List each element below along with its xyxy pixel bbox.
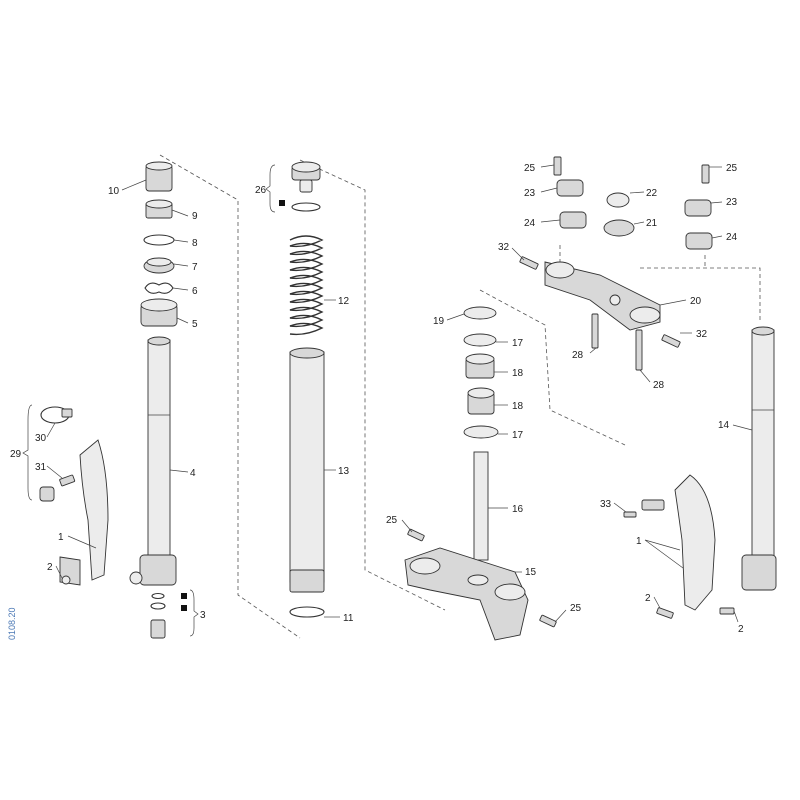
part-31-bolt-and-nut [39, 474, 76, 502]
part-21-nut [603, 219, 635, 237]
part-2-screw-right [719, 607, 735, 615]
left-fork-guard [22, 404, 109, 586]
part-23-clamp-cap-right [684, 199, 712, 217]
part-4-outer-tube [129, 336, 177, 586]
callout-25-lower-right: 25 [570, 603, 582, 614]
part-5-dust-seal [140, 298, 178, 327]
steering-stem-assembly [404, 306, 557, 641]
callout-17-lower: 17 [512, 430, 524, 441]
callout-23-left: 23 [524, 188, 536, 199]
part-25-top-bolt-right [701, 164, 710, 184]
part-23-clamp-cap-left [556, 179, 584, 197]
part-17-upper-race [463, 333, 497, 347]
callout-29: 29 [10, 449, 22, 460]
part-8-ring [143, 234, 175, 246]
callout-11: 11 [343, 613, 354, 624]
callout-13: 13 [338, 466, 350, 477]
part-32-bolt-left [519, 256, 539, 270]
upper-triple-clamp-assembly [519, 156, 713, 371]
part-10-cap [145, 161, 173, 192]
callout-32-right: 32 [696, 329, 708, 340]
callout-2: 2 [47, 562, 53, 573]
part-33-screw [623, 511, 637, 518]
callout-6: 6 [192, 286, 198, 297]
part-1-right-guard [674, 474, 716, 611]
part-32-bolt-right [661, 334, 681, 348]
callout-22: 22 [646, 188, 658, 199]
callout-18-upper: 18 [512, 368, 524, 379]
part-6-spring-clip [144, 282, 174, 294]
part-3-valve-set [150, 589, 199, 639]
callout-4: 4 [190, 468, 196, 479]
callout-33: 33 [600, 499, 612, 510]
part-16-stem [473, 451, 489, 561]
part-11-ring [289, 606, 325, 618]
callout-28-left: 28 [572, 350, 584, 361]
part-28-bolt-right [635, 329, 643, 371]
left-fork-assembly [129, 161, 199, 639]
part-24-clamp-base-right [685, 232, 713, 250]
part-12-spring [289, 235, 324, 336]
part-25-lower-bolt-right [539, 614, 557, 628]
part-9-bushing [145, 199, 173, 219]
part-25-top-bolt-left [553, 156, 562, 176]
callout-21: 21 [646, 218, 658, 229]
part-2-screw-left [656, 607, 674, 619]
callout-25-top-left: 25 [524, 163, 536, 174]
callout-20: 20 [690, 296, 702, 307]
part-18-upper-bearing [465, 353, 495, 379]
part-19-cover [463, 306, 497, 320]
callout-25-lower-left: 25 [386, 515, 398, 526]
cartridge-assembly [265, 161, 325, 618]
part-14-outer-tube [741, 326, 777, 591]
document-code: 0108.20 [7, 607, 17, 640]
callout-23-right: 23 [726, 197, 738, 208]
callout-9: 9 [192, 211, 198, 222]
right-fork-assembly [623, 326, 777, 619]
part-20-upper-triple-clamp [544, 261, 661, 331]
callout-31: 31 [35, 462, 47, 473]
callout-28-right: 28 [653, 380, 665, 391]
callout-5: 5 [192, 319, 198, 330]
part-30-clamp [40, 406, 73, 424]
callout-3: 3 [200, 610, 206, 621]
part-28-bolt-left [591, 313, 599, 349]
callout-24-left: 24 [524, 218, 536, 229]
callout-25-top-right: 25 [726, 163, 738, 174]
callout-17-upper: 17 [512, 338, 524, 349]
part-24-clamp-base-left [559, 211, 587, 229]
part-17-lower-race [463, 425, 499, 439]
callout-labels: 1 2 3 4 5 6 7 8 9 10 11 12 13 14 15 16 1… [10, 163, 744, 635]
callout-1: 1 [58, 532, 64, 543]
part-22-cap [606, 192, 630, 208]
part-18-lower-bearing [467, 387, 495, 415]
part-26-top-cap [265, 161, 321, 213]
callout-14: 14 [718, 420, 730, 431]
callout-16: 16 [512, 504, 524, 515]
callout-1-right: 1 [636, 536, 642, 547]
callout-15: 15 [525, 567, 537, 578]
callout-2-right-left: 2 [645, 593, 651, 604]
part-33-guard-clip [641, 499, 665, 511]
part-13-inner-tube [289, 347, 325, 593]
callout-32-left: 32 [498, 242, 510, 253]
callout-8: 8 [192, 238, 198, 249]
callout-10: 10 [108, 186, 120, 197]
part-7-seal [143, 257, 175, 274]
callout-30: 30 [35, 433, 47, 444]
callout-leaders [46, 164, 753, 623]
callout-2-right-right: 2 [738, 624, 744, 635]
callout-19: 19 [433, 316, 445, 327]
part-25-lower-bolt-left [407, 528, 425, 542]
callout-12: 12 [338, 296, 350, 307]
callout-7: 7 [192, 262, 198, 273]
part-15-lower-triple-clamp [404, 547, 529, 641]
callout-18-lower: 18 [512, 401, 524, 412]
callout-24-right: 24 [726, 232, 738, 243]
callout-26: 26 [255, 185, 267, 196]
